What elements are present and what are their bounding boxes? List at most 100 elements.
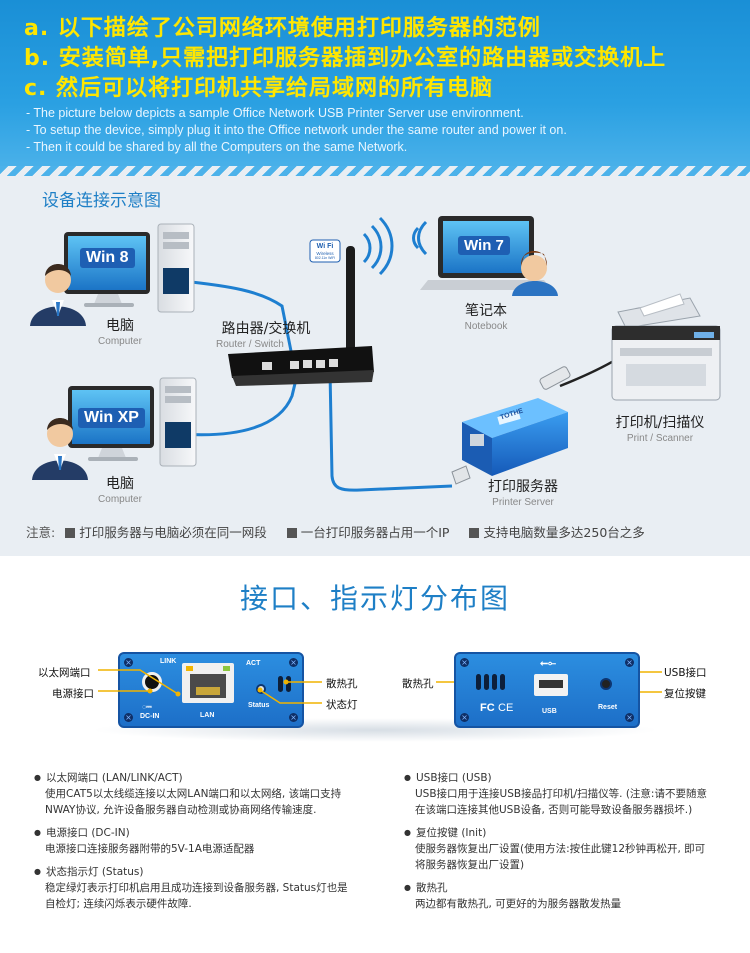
wifi-logo-text: Wi Fi <box>316 243 334 250</box>
dc-in-port[interactable] <box>142 672 162 692</box>
callout-reset: 复位按键 <box>664 688 706 700</box>
note-bullet-icon <box>286 528 297 538</box>
connection-diagram-panel: 设备连接示意图 <box>0 176 750 556</box>
screw-icon: × <box>460 713 469 722</box>
note-bullet-icon <box>65 528 76 538</box>
vent-slot-icon <box>476 674 481 690</box>
printer-label-cn: 打印机/扫描仪 <box>615 415 705 431</box>
callout-status: 状态灯 <box>326 699 358 711</box>
description-line: 使服务器恢复出厂设置(使用方法:按住此键12秒钟再松开, 即可 <box>415 843 706 855</box>
reset-button[interactable] <box>600 678 612 690</box>
ce-mark: CE <box>498 702 514 714</box>
computer2-label-en: Computer <box>98 494 142 505</box>
notebook-label-cn: 笔记本 <box>465 303 507 319</box>
computer1-illustration <box>30 223 195 326</box>
router-label-cn: 路由器/交换机 <box>221 321 311 337</box>
callout-vent-back: 散热孔 <box>402 678 434 690</box>
computer2-label-cn: 电脑 <box>106 476 134 492</box>
vent-slot-icon <box>484 674 489 690</box>
usb-symbol-icon: ⭠⟜ <box>540 658 556 669</box>
vent-slot-icon <box>278 676 283 692</box>
diagram-title: 设备连接示意图 <box>42 191 161 211</box>
header-line-c: c. 然后可以将打印机共享给局域网的所有电脑 <box>24 76 494 101</box>
printer-label: 打印机/扫描仪 Print / Scanner <box>612 412 708 444</box>
notebook-os-badge: Win 7 <box>458 236 510 255</box>
cable-computer2 <box>179 370 300 437</box>
screw-icon: × <box>625 658 634 667</box>
description-item: USB接口 (USB) USB接口用于连接USB接品打印机/扫描仪等. (注意:… <box>404 770 734 818</box>
ports-section-title: 接口、指示灯分布图 <box>239 582 510 615</box>
header-line-b: b. 安装简单,只需把打印服务器插到办公室的路由器或交换机上 <box>24 46 667 71</box>
note-item: 打印服务器与电脑必须在同一网段 <box>79 525 267 540</box>
description-title: 电源接口 (DC-IN) <box>34 825 364 841</box>
act-label: ACT <box>246 660 261 667</box>
print-server-label: 打印服务器 Printer Server <box>478 476 568 508</box>
description-line: 使用CAT5以太线缆连接以太网LAN端口和以太网络, 该端口支持 <box>45 788 342 800</box>
header-en-line-2: - To setup the device, simply plug it in… <box>26 123 567 137</box>
screw-icon: × <box>289 658 298 667</box>
callout-ethernet: 以太网端口 <box>38 667 91 679</box>
wifi-logo-sub: Wireless <box>316 251 334 256</box>
screw-icon: × <box>460 658 469 667</box>
callout-usb: USB接口 <box>664 667 707 679</box>
diagram-notes: 注意: 打印服务器与电脑必须在同一网段 一台打印服务器占用一个IP 支持电脑数量… <box>26 522 655 541</box>
print-server-label-cn: 打印服务器 <box>488 479 558 495</box>
link-label: LINK <box>160 658 177 665</box>
printer-illustration <box>611 293 721 401</box>
wifi-logo: Wi Fi Wireless 802.11n WiFi <box>310 242 340 260</box>
notebook-label-en: Notebook <box>464 321 508 332</box>
screw-icon: × <box>289 713 298 722</box>
usb-port[interactable] <box>534 674 568 696</box>
description-line: NWAY协议, 允许设备服务器自动检测或协商网络传输速度. <box>45 804 317 816</box>
notes-prefix: 注意: <box>26 525 56 540</box>
description-title: USB接口 (USB) <box>404 770 734 786</box>
header-line-a: a. 以下描绘了公司网络环境使用打印服务器的范例 <box>24 16 541 41</box>
screw-icon: × <box>124 713 133 722</box>
description-line: USB接口用于连接USB接品打印机/扫描仪等. (注意:请不要随意 <box>415 788 707 800</box>
description-item: 复位按键 (Init) 使服务器恢复出厂设置(使用方法:按住此键12秒钟再松开,… <box>404 825 734 873</box>
description-line: 自检灯; 连续闪烁表示硬件故障. <box>45 898 192 910</box>
vent-slot-icon <box>286 676 291 692</box>
router-label-en: Router / Switch <box>216 339 284 350</box>
router-illustration <box>228 216 394 386</box>
note-bullet-icon <box>469 528 480 538</box>
print-server-label-en: Printer Server <box>492 497 554 508</box>
port-descriptions-right: USB接口 (USB) USB接口用于连接USB接品打印机/扫描仪等. (注意:… <box>404 770 734 919</box>
act-led-icon <box>223 666 230 671</box>
vent-slot-icon <box>500 674 505 690</box>
dc-polarity-icon: ◌⎓ <box>142 704 152 711</box>
header-banner: a. 以下描绘了公司网络环境使用打印服务器的范例 b. 安装简单,只需把打印服务… <box>0 0 750 178</box>
ethernet-port[interactable] <box>182 663 234 703</box>
callout-power: 电源接口 <box>52 688 94 700</box>
reset-label: Reset <box>598 704 618 711</box>
port-descriptions-left: 以太网端口 (LAN/LINK/ACT) 使用CAT5以太线缆连接以太网LAN端… <box>34 770 364 919</box>
description-item: 电源接口 (DC-IN) 电源接口连接服务器附带的5V-1A电源适配器 <box>34 825 364 857</box>
description-line: 在该端口连接其他USB设备, 否则可能导致设备服务器损坏.) <box>415 804 693 816</box>
note-item: 一台打印服务器占用一个IP <box>300 525 450 540</box>
usb-plug <box>539 366 571 390</box>
notebook-label: 笔记本 Notebook <box>456 300 516 332</box>
computer1-label-cn: 电脑 <box>106 318 134 334</box>
description-line: 电源接口连接服务器附带的5V-1A电源适配器 <box>45 843 255 855</box>
header-en-line-3: - Then it could be shared by all the Com… <box>26 140 408 154</box>
device-front-panel: × × × × LINK ACT LAN ◌⎓ DC-IN Status <box>118 652 304 728</box>
link-led-icon <box>186 666 193 671</box>
description-title: 散热孔 <box>404 880 734 896</box>
vent-slot-icon <box>492 674 497 690</box>
description-title: 状态指示灯 (Status) <box>34 864 364 880</box>
computer2-illustration <box>32 377 197 480</box>
description-line: 稳定绿灯表示打印机启用且成功连接到设备服务器, Status灯也是 <box>45 882 348 894</box>
print-server-illustration <box>451 398 568 485</box>
screw-icon: × <box>625 713 634 722</box>
header-en-line-1: - The picture below depicts a sample Off… <box>26 106 524 120</box>
computer2-label: 电脑 Computer <box>90 473 150 505</box>
fc-mark: FC <box>480 702 495 714</box>
description-title: 复位按键 (Init) <box>404 825 734 841</box>
callout-vent-front: 散热孔 <box>326 678 358 690</box>
computer2-os-badge: Win XP <box>78 408 145 428</box>
screw-icon: × <box>124 658 133 667</box>
cable-printserver <box>328 370 453 492</box>
status-label: Status <box>248 702 270 709</box>
lan-label: LAN <box>200 712 215 719</box>
computer1-label-en: Computer <box>98 336 142 347</box>
